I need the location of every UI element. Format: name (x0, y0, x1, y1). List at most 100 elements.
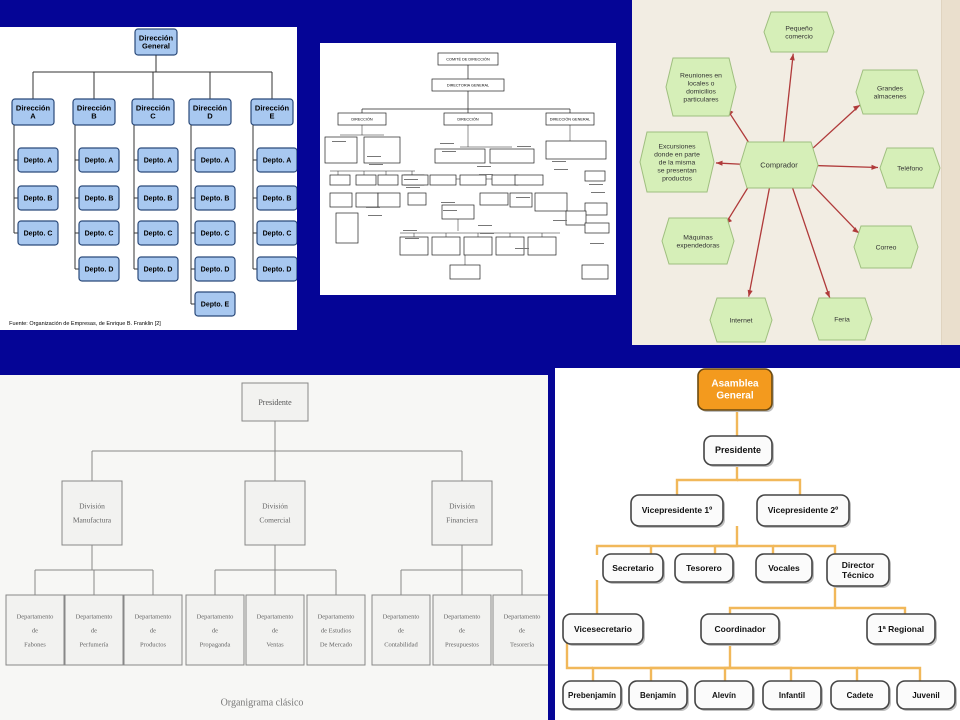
level2-label: DIRECCIÓN GENERAL (550, 116, 591, 121)
department-label: Depto. B (144, 195, 173, 202)
department-label: Depto. C (201, 230, 230, 237)
tiny-text-line (332, 141, 346, 142)
channel-box (639, 131, 715, 193)
tree-connector (649, 666, 730, 681)
tiny-box (545, 140, 607, 160)
buyer-arrow-line (748, 184, 771, 297)
tiny-box (355, 192, 379, 208)
tiny-box (429, 174, 457, 186)
department-label: Depto. A (201, 157, 230, 164)
page-margin-strip (941, 0, 960, 345)
vocales-box (755, 553, 813, 583)
tiny-text-line (368, 215, 382, 216)
tiny-box (363, 136, 401, 164)
tree-connector (591, 641, 732, 681)
tiny-text-line (440, 143, 454, 144)
buyer-arrow-line (804, 176, 860, 234)
arrow-head (747, 289, 753, 297)
department-box (185, 594, 245, 666)
tiny-text-line (406, 187, 420, 188)
comprador-label: Comprador (760, 161, 798, 170)
vicepresidente-box (756, 494, 850, 527)
tiny-box (407, 192, 427, 206)
tiny-text-line (553, 220, 567, 221)
division-box (431, 480, 493, 546)
presidente-box (703, 435, 773, 466)
department-box (64, 594, 124, 666)
chart-caption: Organigrama clásico (221, 698, 304, 709)
tiny-text-line (477, 166, 491, 167)
department-box (17, 220, 59, 246)
tree-connector (773, 544, 837, 555)
department-box (306, 594, 366, 666)
tiny-box (527, 236, 557, 256)
department-box (256, 147, 297, 173)
tiny-box (495, 236, 525, 256)
asamblea-box (697, 368, 773, 411)
tree-connector (723, 666, 730, 681)
tiny-box (399, 236, 429, 256)
tiny-box (329, 174, 351, 186)
tiny-text-line (404, 179, 418, 180)
department-label: Depto. A (144, 157, 173, 164)
channel-box (879, 147, 941, 189)
category-box (628, 680, 688, 710)
tiny-text-line (369, 164, 383, 165)
tiny-text-line (480, 233, 494, 234)
division-box (61, 480, 123, 546)
tiny-box (441, 204, 475, 220)
tiny-text-line (516, 197, 530, 198)
tree-connector (649, 526, 739, 555)
department-box (5, 594, 65, 666)
department-box (78, 220, 120, 246)
tiny-box (434, 148, 486, 164)
department-label: Depto. B (263, 195, 292, 202)
department-box (194, 185, 236, 211)
channel-label: Teléfono (897, 165, 923, 172)
department-box (123, 594, 183, 666)
department-label: Depto. B (85, 195, 114, 202)
tiny-box (584, 170, 606, 182)
coordinador-box (700, 613, 780, 645)
channel-box (661, 217, 735, 265)
department-box (78, 185, 120, 211)
category-box (694, 680, 754, 710)
category-label: Benjamín (640, 691, 676, 700)
category-label: Infantil (779, 691, 805, 700)
tiny-text-line (515, 248, 529, 249)
department-label: Depto. C (24, 230, 53, 237)
tiny-text-line (403, 230, 417, 231)
tiny-text-line (552, 161, 566, 162)
tree-connector (730, 666, 859, 681)
tiny-box (509, 192, 533, 208)
direccion-box (11, 98, 55, 126)
presidente-label: Presidente (715, 445, 761, 455)
department-box (194, 256, 236, 282)
category-box (762, 680, 822, 710)
department-label: Depto. A (24, 157, 53, 164)
department-box (492, 594, 548, 666)
tiny-box (491, 174, 519, 186)
department-label: Depto. D (85, 266, 114, 273)
coordinador-label: Coordinador (715, 624, 767, 634)
channel-label: Internet (729, 317, 752, 324)
arrow-head (852, 105, 860, 111)
tiny-text-line (591, 192, 605, 193)
channel-box (855, 69, 925, 115)
department-box (78, 147, 120, 173)
vicesecretario-label: Vicesecretario (574, 624, 632, 634)
